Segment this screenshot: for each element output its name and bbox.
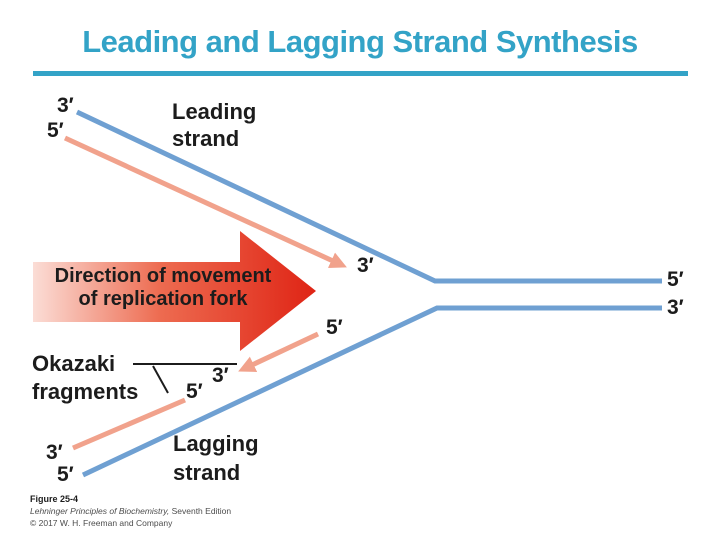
okazaki-fragments-label: Okazaki fragments [32, 351, 139, 404]
leading-strand-label: Leading strand [172, 99, 257, 151]
prime-label-fragment1-5: 5′ [326, 316, 343, 339]
title-underline [33, 71, 688, 76]
prime-label-bottom-5: 5′ [57, 463, 74, 486]
direction-of-movement-label: Direction of movement of replication for… [54, 265, 272, 310]
figure-caption: Figure 25-4 Lehninger Principles of Bioc… [30, 493, 231, 529]
figure-source-title: Lehninger Principles of Biochemistry, [30, 506, 170, 516]
okazaki-pointer-tick [152, 365, 169, 394]
top-template-strand-line [75, 109, 662, 284]
replication-fork-direction-arrow [33, 231, 316, 351]
prime-label-fragment1-3: 3′ [212, 364, 229, 387]
page-title: Leading and Lagging Strand Synthesis [82, 24, 638, 59]
prime-label-leading-head-3: 3′ [357, 254, 374, 277]
prime-label-bottom-3: 3′ [46, 441, 63, 464]
prime-label-fragment2-5: 5′ [186, 380, 203, 403]
leading-strand-arrow [63, 135, 347, 269]
prime-label-right-5: 5′ [667, 268, 684, 291]
figure-copyright: © 2017 W. H. Freeman and Company [30, 518, 173, 528]
prime-label-top-3: 3′ [57, 94, 74, 117]
prime-label-top-5: 5′ [47, 119, 64, 142]
figure-source-edition: Seventh Edition [171, 506, 232, 516]
figure-source: Lehninger Principles of Biochemistry, Se… [30, 505, 231, 517]
lagging-strand-label: Lagging strand [173, 431, 259, 485]
prime-label-right-3: 3′ [667, 296, 684, 319]
figure-number: Figure 25-4 [30, 494, 79, 504]
okazaki-fragment-1-arrow [238, 331, 320, 372]
okazaki-fragment-2-line [72, 397, 186, 451]
bottom-template-strand-line [81, 305, 662, 478]
